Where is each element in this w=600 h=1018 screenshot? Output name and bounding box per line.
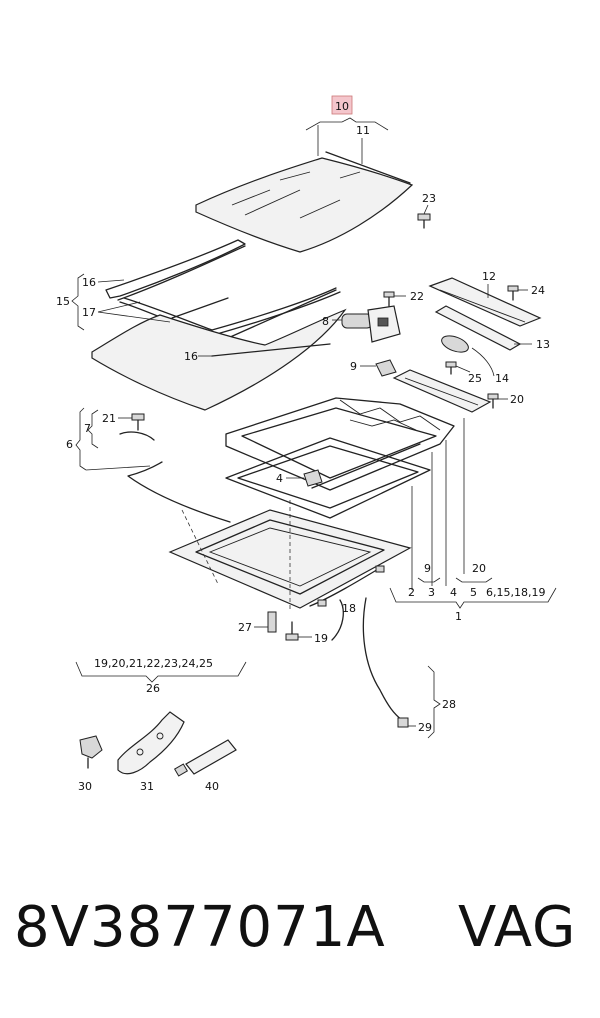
label-23: 23 (422, 192, 436, 205)
clip-4-part (303, 469, 323, 487)
label-7: 7 (84, 422, 91, 435)
seal-frame-part (91, 239, 347, 411)
glass-panel-part (195, 151, 414, 253)
label-2: 2 (408, 586, 415, 599)
screw-23-part (417, 213, 431, 229)
label-16a: 16 (82, 276, 96, 289)
label-25: 25 (468, 372, 482, 385)
label-6: 6 (66, 438, 73, 451)
label-24: 24 (531, 284, 545, 297)
label-17: 17 (82, 306, 96, 319)
label-5: 5 (470, 586, 477, 599)
label-3: 3 (428, 586, 435, 599)
label-27: 27 (238, 621, 252, 634)
label-11: 11 (356, 124, 370, 137)
drain-hose-28-part (362, 597, 409, 728)
label-10: 10 (335, 100, 349, 113)
motor-8-part (341, 305, 401, 343)
screw-20-part (487, 393, 499, 409)
label-4b: 4 (450, 586, 457, 599)
label-22: 22 (410, 290, 424, 303)
screw-25-part (445, 361, 457, 375)
label-26a: 19,20,21,22,23,24,25 (94, 657, 213, 670)
label-29: 29 (418, 721, 432, 734)
label-21: 21 (102, 412, 116, 425)
label-18: 18 (342, 602, 356, 615)
brand-text: VAG (458, 895, 577, 960)
label-16b: 16 (184, 350, 198, 363)
screw-22-part (383, 291, 395, 307)
label-8: 8 (322, 315, 329, 328)
label-9b: 9 (424, 562, 431, 575)
label-13: 13 (536, 338, 550, 351)
clip-30-part (79, 735, 103, 769)
screw-19-part (285, 621, 299, 641)
label-6b: 6,15,18,19 (486, 586, 545, 599)
bracket-9-part (375, 359, 397, 377)
sunroof-exploded-diagram: 10 11 23 16 15 17 16 12 24 13 (56, 95, 557, 793)
label-31: 31 (140, 780, 154, 793)
front-rail-part (428, 277, 542, 353)
label-19: 19 (314, 632, 328, 645)
label-9a: 9 (350, 360, 357, 373)
label-30: 30 (78, 780, 92, 793)
label-20a: 20 (510, 393, 524, 406)
screw-24-part (507, 285, 519, 301)
label-14: 14 (495, 372, 509, 385)
tube-40-part (173, 739, 237, 777)
label-28: 28 (442, 698, 456, 711)
label-26: 26 (146, 682, 160, 695)
base-tray-part (168, 500, 412, 610)
main-frame-part (225, 397, 455, 519)
bracket-31-part (117, 711, 185, 775)
label-20b: 20 (472, 562, 486, 575)
label-4: 4 (276, 472, 283, 485)
label-15: 15 (56, 295, 70, 308)
label-40: 40 (205, 780, 219, 793)
rear-crossmember-part (392, 369, 492, 413)
screw-27-part (267, 611, 277, 633)
label-1: 1 (455, 610, 462, 623)
screw-21-part (131, 413, 145, 431)
part-number-text: 8V3877071A (14, 895, 386, 960)
label-12: 12 (482, 270, 496, 283)
wiring-harness-18-part (309, 565, 385, 641)
highlight-box-10 (331, 95, 353, 115)
